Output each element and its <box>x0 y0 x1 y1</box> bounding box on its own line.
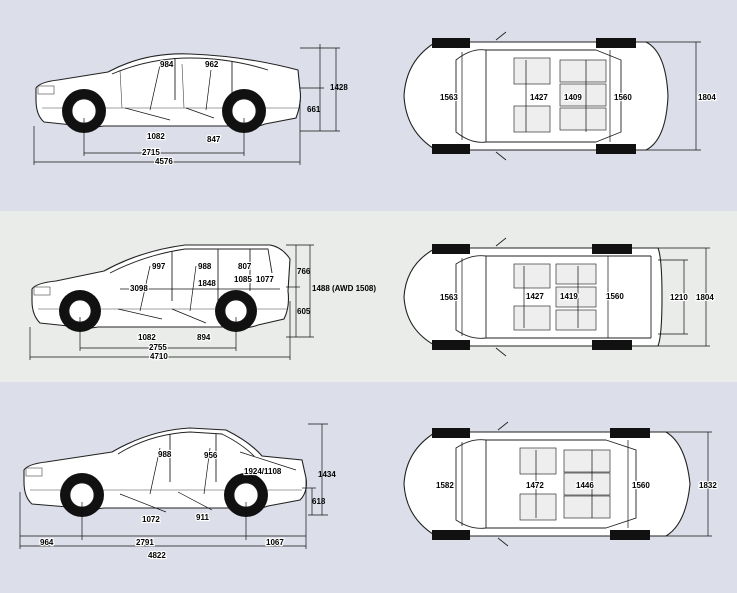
sedan-side-view: 984 962 1082 847 2715 4576 1428 661 <box>33 44 348 167</box>
saloon-overall-length: 4822 <box>148 551 166 560</box>
wagon-cargo-len2: 1848 <box>198 279 216 288</box>
saloon-width: 1832 <box>699 481 717 490</box>
saloon-front-leg: 1072 <box>142 515 160 524</box>
sedan-wheelbase: 2715 <box>142 148 160 157</box>
wagon-rear-leg: 894 <box>197 333 211 342</box>
saloon-trunk: 1924/1108 <box>244 467 282 476</box>
saloon-rear-overhang: 1067 <box>266 538 284 547</box>
wagon-rear-head: 988 <box>198 262 212 271</box>
saloon-height: 1434 <box>318 470 336 479</box>
wagon-front-head: 997 <box>152 262 166 271</box>
wagon-cargo-head: 807 <box>238 262 252 271</box>
wagon-track-rear: 1560 <box>606 292 624 301</box>
wagon-height: 1488 (AWD 1508) <box>312 284 376 293</box>
saloon-side-view: 988 956 1924/1108 1072 911 964 2791 1067… <box>19 423 336 561</box>
sedan-shoulder-front: 1427 <box>530 93 548 102</box>
saloon-wheelbase: 2791 <box>136 538 154 547</box>
sedan-rear-head: 962 <box>205 60 219 69</box>
wagon-width: 1804 <box>696 293 714 302</box>
wagon-top-view: 1563 1427 1419 1560 1210 1804 <box>403 237 715 357</box>
sedan-height: 1428 <box>330 83 348 92</box>
sedan-rear-leg: 847 <box>207 135 221 144</box>
wagon-wheelbase: 2755 <box>149 343 167 352</box>
wagon-cargo-len3: 1085 <box>234 275 252 284</box>
wagon-lower: 605 <box>297 307 311 316</box>
sedan-rear-low: 661 <box>307 105 321 114</box>
saloon-top-view: 1582 1472 1446 1560 1832 <box>403 421 718 547</box>
saloon-rear-leg: 911 <box>196 513 209 522</box>
saloon-shoulder-front: 1472 <box>526 481 544 490</box>
sedan-shoulder-rear: 1409 <box>564 93 582 102</box>
wagon-overall-length: 4710 <box>150 352 168 361</box>
sedan-overall-length: 4576 <box>155 157 173 166</box>
wagon-cargo-length: 3098 <box>130 284 148 293</box>
sedan-width: 1804 <box>698 93 716 102</box>
wagon-cargo-len4: 1077 <box>256 275 274 284</box>
saloon-front-overhang: 964 <box>40 538 54 547</box>
wagon-side-view: 997 988 807 3098 1848 1085 1077 1082 894… <box>29 244 376 362</box>
wagon-upper: 766 <box>297 267 311 276</box>
wagon-shoulder-rear: 1419 <box>560 292 578 301</box>
wagon-inner-width: 1210 <box>670 293 688 302</box>
saloon-track-front: 1582 <box>436 481 454 490</box>
saloon-rear-low: 618 <box>312 497 326 506</box>
wagon-shoulder-front: 1427 <box>526 292 544 301</box>
saloon-shoulder-rear: 1446 <box>576 481 594 490</box>
sedan-top-view: 1563 1427 1409 1560 1804 <box>403 31 717 161</box>
sedan-track-rear: 1560 <box>614 93 632 102</box>
saloon-front-head: 988 <box>158 450 172 459</box>
saloon-rear-head: 956 <box>204 451 218 460</box>
wagon-front-leg: 1082 <box>138 333 156 342</box>
sedan-track-front: 1563 <box>440 93 458 102</box>
sedan-front-head: 984 <box>160 60 174 69</box>
saloon-track-rear: 1560 <box>632 481 650 490</box>
sedan-front-leg: 1082 <box>147 132 165 141</box>
wagon-track-front: 1563 <box>440 293 458 302</box>
